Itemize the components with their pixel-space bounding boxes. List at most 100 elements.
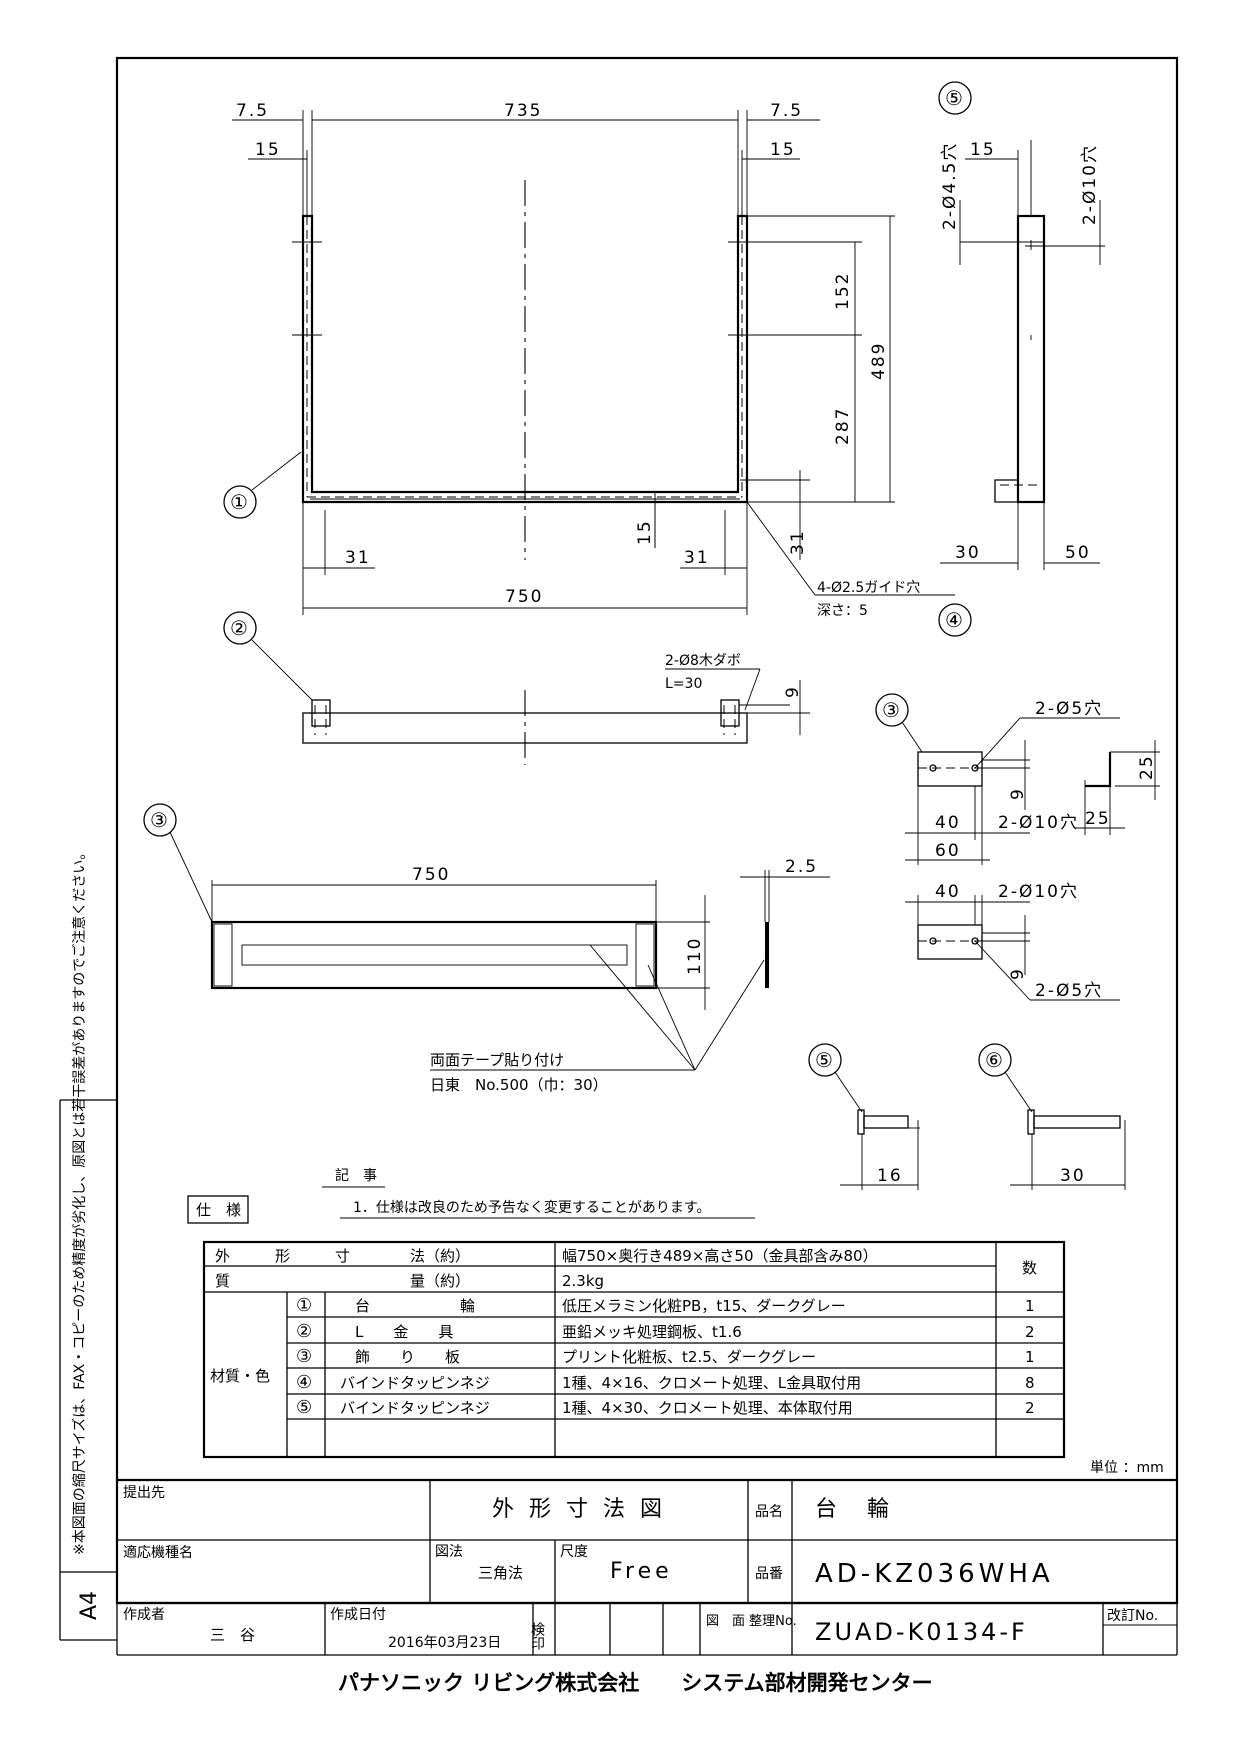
dim-9-front: 9 bbox=[783, 685, 803, 698]
callout-4: ④ bbox=[945, 608, 963, 632]
product-name-label: 品名 bbox=[755, 1504, 783, 1520]
dim-hole-4-5: 2-Ø4.5穴 bbox=[940, 142, 960, 230]
dim-7-5-left: 7.5 bbox=[236, 101, 269, 121]
scale-value: Free bbox=[610, 1559, 673, 1584]
product-name: 台 輪 bbox=[815, 1497, 893, 1522]
dim-7-5-right: 7.5 bbox=[770, 101, 803, 121]
dim-15-side: 15 bbox=[970, 140, 996, 160]
dim-750-plan: 750 bbox=[505, 587, 543, 607]
dim-60: 60 bbox=[935, 841, 961, 861]
dim-152: 152 bbox=[833, 272, 853, 310]
dowel-length-label: L=30 bbox=[665, 676, 702, 692]
model-label: 適応機種名 bbox=[123, 1544, 193, 1561]
callout-5-screw: ⑤ bbox=[815, 1048, 833, 1072]
dim-10-bottom: 2-Ø10穴 bbox=[998, 882, 1079, 902]
side-note-strip: ※本図面の縮尺サイズは、FAX・コピーのため精度が劣化し、原図とは若干誤差があり… bbox=[59, 846, 117, 1641]
dim-25-h: 25 bbox=[1085, 809, 1111, 829]
view-panel: ③ 750 110 2.5 両面テープ貼り付け 日東 No.500（巾：30） bbox=[143, 803, 830, 1094]
dim-hole-10: 2-Ø10穴 bbox=[1080, 144, 1100, 225]
material-qty-3: 1 bbox=[1025, 1348, 1035, 1366]
notes-item-1: 1．仕様は改良のため予告なく変更することがあります。 bbox=[353, 1199, 711, 1216]
paper-size-label: A4 bbox=[77, 1591, 102, 1620]
dim-287: 287 bbox=[833, 407, 853, 445]
material-qty-5: 2 bbox=[1025, 1399, 1035, 1417]
spec-material-label: 材質・色 bbox=[210, 1367, 270, 1385]
notes-heading: 記 事 bbox=[335, 1167, 377, 1184]
dim-15-right: 15 bbox=[770, 140, 796, 160]
callout-3-panel: ③ bbox=[150, 808, 168, 832]
dim-750-panel: 750 bbox=[412, 865, 450, 885]
dim-16: 16 bbox=[877, 1166, 903, 1186]
callout-1: ① bbox=[230, 490, 248, 514]
callout-5-top: ⑤ bbox=[945, 86, 963, 110]
projection-value: 三角法 bbox=[478, 1564, 523, 1582]
revision-label: 改訂No. bbox=[1107, 1608, 1158, 1624]
material-spec-2: 亜鉛メッキ処理鋼板、t1.6 bbox=[562, 1323, 742, 1341]
dim-15-vert: 15 bbox=[635, 519, 655, 545]
view-plan: 7.5 735 7.5 15 15 152 287 489 31 31 750 … bbox=[223, 101, 972, 637]
dowel-label: 2-Ø8木ダボ bbox=[665, 653, 741, 669]
author-value: 三 谷 bbox=[210, 1626, 255, 1644]
product-no: AD-KZ036WHA bbox=[815, 1559, 1054, 1589]
dim-2-5: 2.5 bbox=[785, 857, 818, 877]
title-block: 提出先 外 形 寸 法 図 品名 台 輪 適応機種名 図法 三角法 尺度 Fre… bbox=[116, 1478, 1178, 1695]
tape-label: 両面テープ貼り付け bbox=[430, 1051, 564, 1069]
projection-label: 図法 bbox=[435, 1544, 463, 1560]
material-qty-1: 1 bbox=[1025, 1297, 1035, 1315]
view-front-dowel: ② 9 2-Ø8木ダボ L=30 bbox=[223, 611, 810, 765]
callout-3-bracket: ③ bbox=[882, 698, 900, 722]
material-no-2: ② bbox=[296, 1321, 312, 1342]
dim-40-top: 40 bbox=[935, 813, 961, 833]
dim-40-bottom: 40 bbox=[935, 882, 961, 902]
material-no-4: ④ bbox=[296, 1372, 312, 1393]
material-spec-3: プリント化粧板、t2.5、ダークグレー bbox=[562, 1348, 816, 1366]
guide-depth-label: 深さ：5 bbox=[817, 603, 868, 619]
dim-15-left: 15 bbox=[255, 140, 281, 160]
submit-to-label: 提出先 bbox=[123, 1485, 165, 1501]
dim-31-right: 31 bbox=[684, 548, 710, 568]
dim-735: 735 bbox=[504, 101, 542, 121]
dim-30-screw: 30 bbox=[1060, 1166, 1086, 1186]
footer-company: パナソニック リビング株式会社 システム部材開発センター bbox=[338, 1671, 933, 1695]
spec-row-size-value: 幅750×奥行き489×高さ50（金具部含み80） bbox=[562, 1247, 878, 1265]
dim-31-left: 31 bbox=[345, 548, 371, 568]
guide-hole-label: 4-Ø2.5ガイド穴 bbox=[817, 580, 920, 596]
material-qty-4: 8 bbox=[1025, 1374, 1035, 1392]
material-spec-5: 1種、4×30、クロメート処理、本体取付用 bbox=[562, 1399, 853, 1417]
material-name-1: 台 輪 bbox=[355, 1297, 475, 1315]
tape-spec-label: 日東 No.500（巾：30） bbox=[430, 1076, 608, 1094]
dim-30-side: 30 bbox=[955, 543, 981, 563]
spec-row-weight-label: 質 量（約） bbox=[215, 1272, 470, 1290]
dim-31-vert: 31 bbox=[788, 529, 808, 555]
view-side: ⑤ 15 2-Ø4.5穴 2-Ø10穴 30 50 bbox=[938, 81, 1105, 570]
spec-qty-header: 数 bbox=[1022, 1259, 1037, 1277]
spec-table: 外 形 寸 法（約） 幅750×奥行き489×高さ50（金具部含み80） 質 量… bbox=[202, 1240, 1164, 1476]
dim-489: 489 bbox=[869, 342, 889, 380]
view-screws: ⑤ 16 ⑥ 30 bbox=[808, 1043, 1126, 1190]
date-value: 2016年03月23日 bbox=[388, 1635, 501, 1651]
date-label: 作成日付 bbox=[330, 1607, 386, 1623]
material-name-2: L 金 具 bbox=[355, 1323, 453, 1341]
side-note-text: ※本図面の縮尺サイズは、FAX・コピーのため精度が劣化し、原図とは若干誤差があり… bbox=[71, 846, 88, 1555]
dim-50-side: 50 bbox=[1065, 543, 1091, 563]
material-spec-1: 低圧メラミン化粧PB，t15、ダークグレー bbox=[562, 1297, 846, 1315]
spec-row-size-label: 外 形 寸 法（約） bbox=[215, 1247, 470, 1265]
drawing-no-label: 図 面 整理No. bbox=[706, 1614, 797, 1629]
material-name-3: 飾 り 板 bbox=[355, 1348, 460, 1366]
material-name-5: バインドタッピンネジ bbox=[340, 1399, 490, 1417]
spec-row-weight-value: 2.3kg bbox=[562, 1272, 604, 1290]
spec-heading: 仕 様 bbox=[196, 1201, 241, 1219]
hole-5-label-bottom: 2-Ø5穴 bbox=[1035, 981, 1103, 1001]
callout-6-screw: ⑥ bbox=[985, 1048, 1003, 1072]
dim-9-bracket-bottom: 9 bbox=[1008, 967, 1028, 980]
drawing-no: ZUAD-K0134-F bbox=[815, 1618, 1028, 1646]
material-name-4: バインドタッピンネジ bbox=[340, 1374, 490, 1392]
material-no-1: ① bbox=[296, 1295, 312, 1316]
dim-25-v: 25 bbox=[1137, 754, 1157, 780]
product-no-label: 品番 bbox=[755, 1566, 783, 1582]
units-label: 単位 ：mm bbox=[1090, 1460, 1164, 1476]
material-spec-4: 1種、4×16、クロメート処理、L金具取付用 bbox=[562, 1374, 861, 1392]
hole-5-label-top: 2-Ø5穴 bbox=[1035, 699, 1103, 719]
material-no-5: ⑤ bbox=[296, 1397, 312, 1418]
